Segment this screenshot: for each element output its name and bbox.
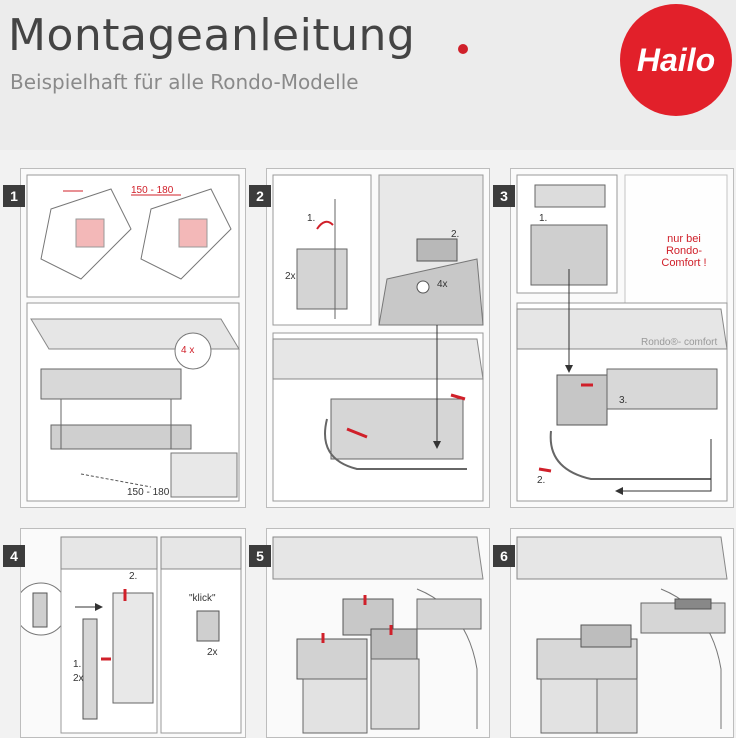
step-number: 5: [249, 545, 271, 567]
step-2-label: 2x: [285, 271, 296, 282]
page-title: Montageanleitung: [8, 10, 416, 61]
step-2-label: 2.: [451, 229, 460, 240]
step-4-label: "klick": [189, 593, 216, 604]
step-1-label: 4 x: [181, 345, 195, 356]
hailo-logo: Hailo: [620, 4, 732, 116]
step-5-panel: 5: [249, 528, 490, 738]
step-number: 4: [3, 545, 25, 567]
step-2-label: 4x: [437, 279, 448, 290]
step-3-panel: 3 1. 2. 3. nur bei Rondo-Comfort ! Rondo…: [493, 168, 734, 508]
step-number: 6: [493, 545, 515, 567]
step-1-label: 150 - 180: [131, 185, 174, 196]
step-4-panel: 4 1. 2x 2. "klick" 2x: [3, 528, 246, 738]
step-2-illustration: [272, 174, 484, 502]
rondo-comfort-caption: Rondo®- comfort: [641, 337, 718, 348]
step-1-label: 150 - 180: [127, 487, 170, 498]
page-subtitle: Beispielhaft für alle Rondo-Modelle: [10, 70, 359, 94]
rondo-comfort-note: nur bei Rondo-Comfort !: [661, 233, 707, 269]
step-4-label: 1.: [73, 659, 82, 670]
header: Montageanleitung Beispielhaft für alle R…: [0, 0, 736, 150]
step-number: 2: [249, 185, 271, 207]
title-dot: [458, 44, 468, 54]
step-2-label: 1.: [307, 213, 316, 224]
step-1-panel: 1 150 - 180 4 x 150 - 180: [3, 168, 246, 508]
step-4-label: 2.: [129, 571, 138, 582]
step-6-illustration: [516, 536, 728, 734]
step-3-label: 1.: [539, 213, 548, 224]
step-2-panel: 2 1. 2. 2x 4x: [249, 168, 490, 508]
step-4-label: 2x: [73, 673, 84, 684]
logo-text: Hailo: [636, 42, 716, 78]
step-1-illustration: [26, 174, 240, 502]
step-6-panel: 6: [493, 528, 734, 738]
step-4-illustration: [21, 536, 242, 734]
step-5-illustration: [272, 536, 484, 734]
step-4-label: 2x: [207, 647, 218, 658]
step-3-label: 3.: [619, 395, 628, 406]
step-3-label: 2.: [537, 475, 546, 486]
step-number: 3: [493, 185, 515, 207]
step-3-illustration: [516, 174, 728, 502]
step-number: 1: [3, 185, 25, 207]
